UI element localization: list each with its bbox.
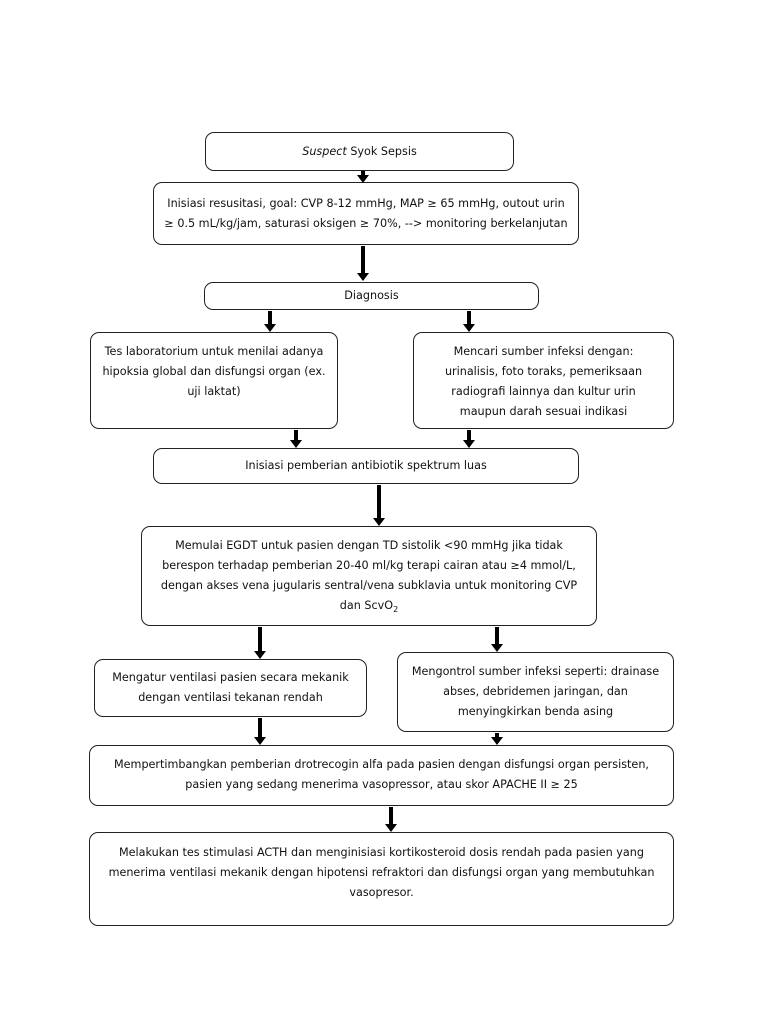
ventilation-box: Mengatur ventilasi pasien secara mekanik… (94, 659, 367, 717)
acth-line-2: menerima ventilasi mekanik dengan hipote… (108, 866, 655, 879)
drotrecogin-box: Mempertimbangkan pemberian drotrecogin a… (89, 745, 674, 806)
infection-search-box: Mencari sumber infeksi dengan: urinalisi… (413, 332, 674, 429)
suspect-sepsis-label: Suspect Syok Sepsis (302, 142, 417, 162)
egdt-line-4-subscript: 2 (393, 605, 399, 615)
infection-search-line-1: Mencari sumber infeksi dengan: (453, 345, 634, 358)
infection-search-line-3: radiografi lainnya dan kultur urin (451, 385, 636, 398)
egdt-line-2: berespon terhadap pemberian 20-40 ml/kg … (162, 559, 576, 572)
resuscitation-line-1: Inisiasi resusitasi, goal: CVP 8-12 mmHg… (167, 196, 565, 210)
acth-box: Melakukan tes stimulasi ACTH dan mengini… (89, 832, 674, 926)
infection-search-line-2: urinalisis, foto toraks, pemeriksaan (444, 365, 643, 378)
egdt-box: Memulai EGDT untuk pasien dengan TD sist… (141, 526, 597, 626)
egdt-line-4: dan ScvO2 (161, 596, 577, 620)
diagnosis-box: Diagnosis (204, 282, 539, 310)
acth-line-1: Melakukan tes stimulasi ACTH dan mengini… (119, 846, 644, 859)
suspect-rest-text: Syok Sepsis (346, 144, 417, 158)
drotrecogin-line-1: Mempertimbangkan pemberian drotrecogin a… (114, 758, 649, 771)
diagnosis-label: Diagnosis (344, 289, 399, 302)
lab-test-line-2: hipoksia global dan disfungsi organ (ex. (102, 365, 326, 378)
lab-test-line-3: uji laktat) (187, 385, 241, 398)
lab-test-box: Tes laboratorium untuk menilai adanya hi… (90, 332, 338, 429)
ventilation-line-2: dengan ventilasi tekanan rendah (138, 691, 323, 704)
source-control-box: Mengontrol sumber infeksi seperti: drain… (397, 652, 674, 732)
ventilation-line-1: Mengatur ventilasi pasien secara mekanik (112, 671, 349, 684)
infection-search-line-4: maupun darah sesuai indikasi (459, 405, 628, 418)
egdt-line-4-text: dan ScvO (339, 599, 394, 612)
antibiotic-box: Inisiasi pemberian antibiotik spektrum l… (153, 448, 579, 484)
egdt-line-1: Memulai EGDT untuk pasien dengan TD sist… (175, 539, 563, 552)
source-control-line-2: abses, debridemen jaringan, dan (443, 685, 628, 698)
suspect-sepsis-box: Suspect Syok Sepsis (205, 132, 514, 171)
egdt-line-3: dengan akses vena jugularis sentral/vena… (160, 579, 578, 592)
source-control-line-1: Mengontrol sumber infeksi seperti: drain… (411, 665, 660, 678)
lab-test-line-1: Tes laboratorium untuk menilai adanya (104, 345, 324, 358)
drotrecogin-line-2: pasien yang sedang menerima vasopressor,… (185, 778, 578, 791)
resuscitation-box: Inisiasi resusitasi, goal: CVP 8-12 mmHg… (153, 182, 579, 245)
source-control-line-3: menyingkirkan benda asing (457, 705, 614, 718)
suspect-italic-text: Suspect (302, 144, 347, 158)
resuscitation-line-2: ≥ 0.5 mL/kg/jam, saturasi oksigen ≥ 70%,… (164, 216, 568, 230)
antibiotic-label: Inisiasi pemberian antibiotik spektrum l… (245, 459, 487, 472)
acth-line-3: vasopresor. (349, 886, 414, 899)
